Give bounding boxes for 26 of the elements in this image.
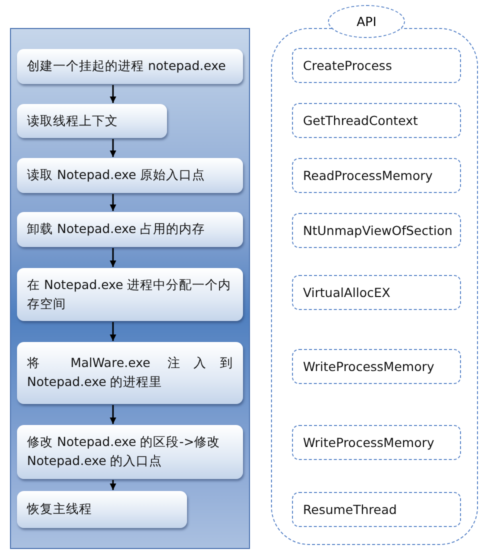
arrow — [110, 480, 116, 490]
api-box: WriteProcessMemory — [292, 425, 461, 460]
api-group-frame — [271, 28, 478, 545]
api-box: VirtualAllocEX — [292, 275, 461, 310]
process-box: 读取 Notepad.exe 原始入口点 — [17, 158, 243, 193]
api-box: CreateProcess — [292, 48, 461, 83]
api-ellipse: API — [328, 5, 405, 38]
api-box: ResumeThread — [292, 492, 461, 527]
api-box: NtUnmapViewOfSection — [292, 213, 461, 248]
process-box: 修改 Notepad.exe 的区段->修改 Notepad.exe 的入口点 — [17, 425, 243, 479]
process-box: 将 MalWare.exe 注入到 Notepad.exe 的进程里 — [17, 342, 243, 404]
arrow — [110, 405, 116, 424]
api-box: GetThreadContext — [292, 103, 461, 138]
process-box: 恢复主线程 — [17, 491, 187, 528]
process-box: 读取线程上下文 — [17, 104, 167, 138]
arrow — [110, 322, 116, 341]
process-box: 创建一个挂起的进程 notepad.exe — [17, 49, 243, 84]
process-box: 在 Notepad.exe 进程中分配一个内存空间 — [17, 268, 243, 321]
api-box: ReadProcessMemory — [292, 158, 461, 193]
flow-panel — [10, 28, 250, 549]
api-box: WriteProcessMemory — [292, 349, 461, 384]
arrow — [110, 248, 116, 267]
arrow — [110, 85, 116, 103]
arrow — [110, 194, 116, 211]
arrow — [110, 139, 116, 157]
process-box: 卸载 Notepad.exe 占用的内存 — [17, 212, 243, 247]
